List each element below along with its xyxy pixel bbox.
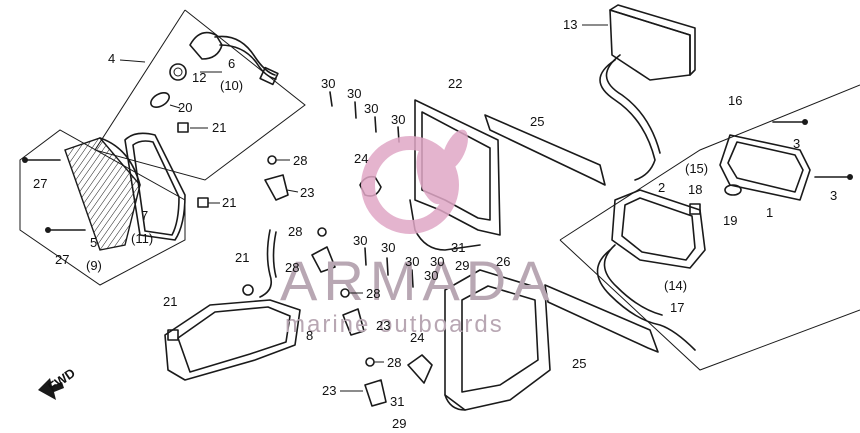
label-3a: 3: [793, 136, 800, 151]
label-21a: 21: [212, 120, 226, 135]
fwd-label: FWD: [45, 365, 78, 394]
label-23a: 23: [300, 185, 314, 200]
lamp-group-box-16: [559, 84, 860, 371]
label-25a: 25: [530, 114, 544, 129]
screw-3a: [772, 119, 808, 125]
label-28b: 28: [288, 224, 302, 239]
label-29a: 29: [392, 416, 406, 431]
label-17: 17: [670, 300, 684, 315]
label-30g: 30: [405, 254, 419, 269]
socket-18: [689, 203, 701, 215]
grommet-24a: [407, 354, 433, 384]
label-30d: 30: [391, 112, 405, 127]
label-12: 12: [192, 70, 206, 85]
label-8: 8: [306, 328, 313, 343]
label-23b: 23: [376, 318, 390, 333]
socket-wire-assembly: [169, 31, 279, 86]
label-21c: 21: [235, 250, 249, 265]
label-29b: 29: [455, 258, 469, 273]
label-6: 6: [228, 56, 235, 71]
label-1: 1: [766, 205, 773, 220]
rear-lamp-group-box: [19, 9, 306, 286]
label-14: (14): [664, 278, 687, 293]
label-25b: 25: [572, 356, 586, 371]
callouts: 4 6 12 (10) 20 21 27 5 (9) 7 (11) 27 21 …: [33, 17, 837, 431]
label-15: (15): [685, 161, 708, 176]
label-10: (10): [220, 78, 243, 93]
trim-strip-25a: [484, 114, 606, 186]
label-2: 2: [658, 180, 665, 195]
label-5: 5: [90, 235, 97, 250]
label-24b: 24: [354, 151, 368, 166]
bracket-23d: [364, 379, 387, 407]
clip-21b: [197, 197, 209, 208]
grommet-28b: [317, 227, 327, 237]
label-30i: 30: [424, 268, 438, 283]
clip-21a: [177, 122, 189, 133]
bracket-23a: [264, 174, 289, 201]
front-lamp-8: [164, 229, 301, 381]
lens-1: [719, 134, 811, 201]
label-13: 13: [563, 17, 577, 32]
grommet-28d: [365, 357, 375, 367]
label-22: 22: [448, 76, 462, 91]
label-18: 18: [688, 182, 702, 197]
label-21b: 21: [222, 195, 236, 210]
label-16: 16: [728, 93, 742, 108]
screw-27b: [45, 227, 86, 233]
rear-lens-5: [64, 137, 141, 251]
label-26: 26: [496, 254, 510, 269]
label-7: 7: [141, 208, 148, 223]
label-30h: 30: [430, 254, 444, 269]
label-30a: 30: [321, 76, 335, 91]
label-28c: 28: [285, 260, 299, 275]
bracket-23b-mid: [311, 246, 336, 273]
label-28e: 28: [387, 355, 401, 370]
label-27b: 27: [55, 252, 69, 267]
label-20: 20: [178, 100, 192, 115]
watermark-tagline: marine outboards: [285, 311, 504, 338]
label-23c: 23: [322, 383, 336, 398]
label-30c: 30: [364, 101, 378, 116]
label-31b: 31: [451, 240, 465, 255]
label-24a: 24: [410, 330, 424, 345]
label-30e: 30: [353, 233, 367, 248]
screw-3b: [814, 174, 853, 180]
label-19: 19: [723, 213, 737, 228]
label-21d: 21: [163, 294, 177, 309]
label-30b: 30: [347, 86, 361, 101]
lamp-13: [599, 4, 696, 181]
watermark-brand: ARMADA: [280, 249, 556, 312]
label-4: 4: [108, 51, 115, 66]
screw-27a: [22, 157, 61, 163]
fwd-arrow-icon: [38, 378, 64, 400]
lamp-housing-2: [596, 189, 706, 351]
label-9: (9): [86, 258, 102, 273]
bracket-23c: [342, 308, 365, 336]
label-11: (11): [131, 231, 153, 246]
label-30f: 30: [381, 240, 395, 255]
label-28a: 28: [293, 153, 307, 168]
trim-strip-25b: [544, 284, 659, 353]
label-31a: 31: [390, 394, 404, 409]
watermark-logo-icon: [361, 129, 468, 234]
label-27a: 27: [33, 176, 47, 191]
bulb-20: [150, 91, 181, 109]
grommet-28a: [267, 155, 277, 165]
label-28d: 28: [366, 286, 380, 301]
housing-26: [444, 269, 551, 411]
bulb-19: [724, 184, 742, 196]
gasket-7: [124, 132, 186, 241]
label-3b: 3: [830, 188, 837, 203]
